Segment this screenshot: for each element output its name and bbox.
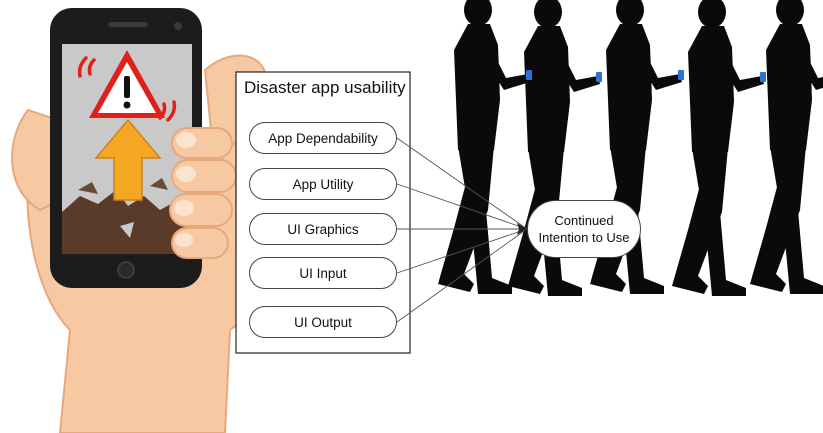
walker-silhouette	[438, 0, 530, 294]
factor-ui-input: UI Input	[249, 257, 397, 289]
factor-app-dependability: App Dependability	[249, 122, 397, 154]
rubble-icon	[62, 190, 192, 254]
walker-silhouette	[750, 0, 823, 294]
framework-title: Disaster app usability	[244, 78, 406, 97]
phone-glow-marks	[526, 70, 766, 82]
walker-silhouette	[672, 0, 764, 296]
phone-speaker	[108, 22, 148, 27]
hand-holding-phone-illustration	[11, 8, 285, 433]
index-finger	[11, 108, 62, 212]
vibration-right-icon	[158, 100, 177, 122]
factor-ui-output: UI Output	[249, 306, 397, 338]
vibration-left-icon	[77, 56, 96, 78]
up-arrow-icon	[94, 118, 162, 201]
phone-camera	[174, 22, 182, 30]
arrowhead	[517, 223, 527, 235]
outcome-continued-intention: Continued Intention to Use	[527, 200, 641, 258]
phone-home-button	[117, 261, 135, 279]
factor-ui-graphics: UI Graphics	[249, 213, 397, 245]
connector-lines	[396, 137, 528, 323]
factor-app-utility: App Utility	[249, 168, 397, 200]
outcome-label-line1: Continued	[554, 213, 614, 228]
outcome-label-line2: Intention to Use	[538, 230, 630, 245]
